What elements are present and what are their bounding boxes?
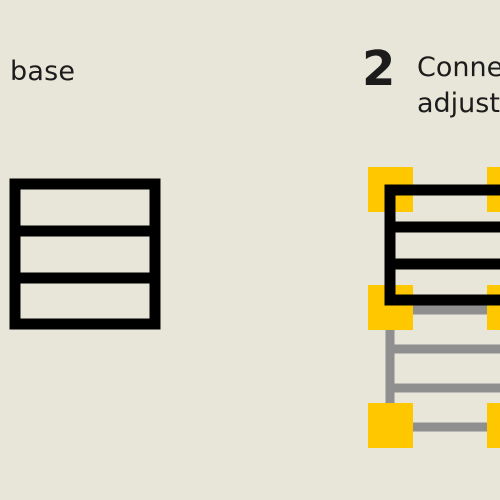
connected-unit xyxy=(384,184,500,306)
connector-bottom-left xyxy=(368,403,413,448)
ghost-unit-frame xyxy=(385,305,500,432)
connector-bottom-right xyxy=(487,403,500,448)
ghost-unit xyxy=(385,305,500,432)
step-caption: Connec adjusta xyxy=(417,50,500,122)
base-unit xyxy=(9,178,161,330)
step-caption-line-1: Connec xyxy=(417,52,500,83)
base-unit-frame xyxy=(9,178,161,330)
connected-unit-frame xyxy=(384,184,500,306)
base-caption: base xyxy=(10,56,76,87)
connector-middle-right xyxy=(487,285,500,330)
step-number: 2 xyxy=(362,41,396,97)
step-caption-line-2: adjusta xyxy=(417,87,500,119)
